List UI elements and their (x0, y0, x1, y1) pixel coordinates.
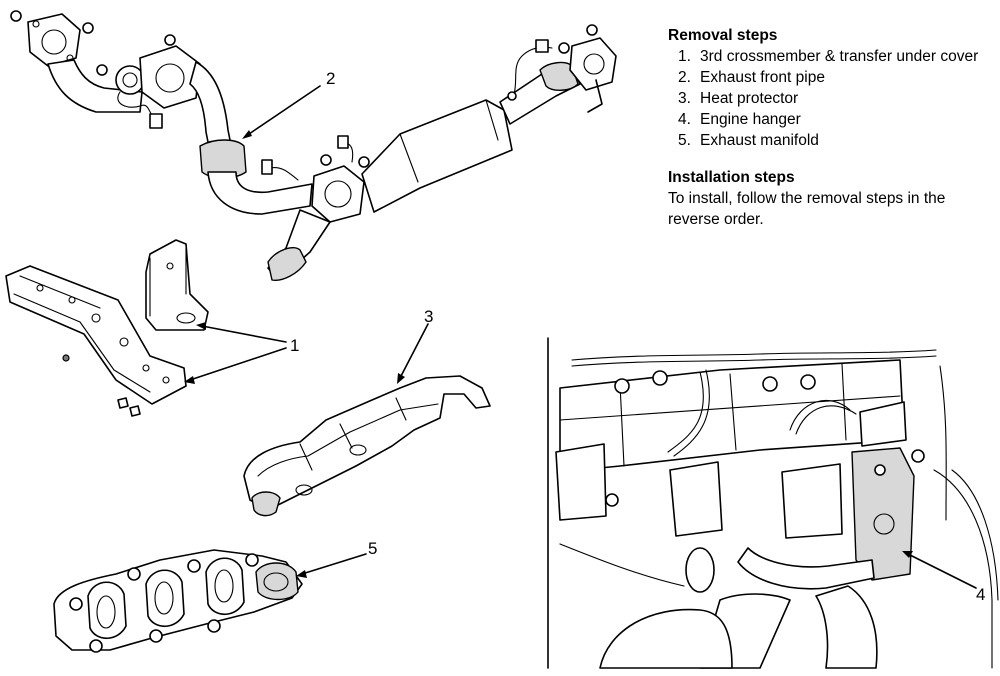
removal-step-5: 5.Exhaust manifold (678, 132, 819, 149)
callout-2: 2 (326, 69, 336, 88)
heat-protector-illustration (243, 375, 491, 517)
callout-5: 5 (368, 539, 378, 558)
leader-lines (184, 85, 977, 589)
removal-step-1: 1.3rd crossmember & transfer under cover (678, 48, 979, 65)
removal-steps-list: 1.3rd crossmember & transfer under cover… (668, 46, 993, 151)
removal-step-4: 4.Engine hanger (678, 111, 801, 128)
installation-steps-title: Installation steps (668, 169, 795, 186)
engine-hanger-illustration (547, 337, 999, 669)
callout-4: 4 (976, 585, 986, 604)
installation-steps-text: To install, follow the removal steps in … (668, 190, 946, 228)
callout-3: 3 (424, 307, 434, 326)
exhaust-front-pipe-illustration (10, 10, 617, 281)
crossmember-illustration (5, 239, 209, 417)
removal-step-3: 3.Heat protector (678, 90, 799, 107)
removal-steps-title: Removal steps (668, 27, 778, 44)
callout-1: 1 (290, 336, 300, 355)
exhaust-manifold-illustration (53, 549, 303, 653)
instructions-panel: Removal steps 1.3rd crossmember & transf… (668, 25, 993, 230)
removal-step-2: 2.Exhaust front pipe (678, 69, 825, 86)
